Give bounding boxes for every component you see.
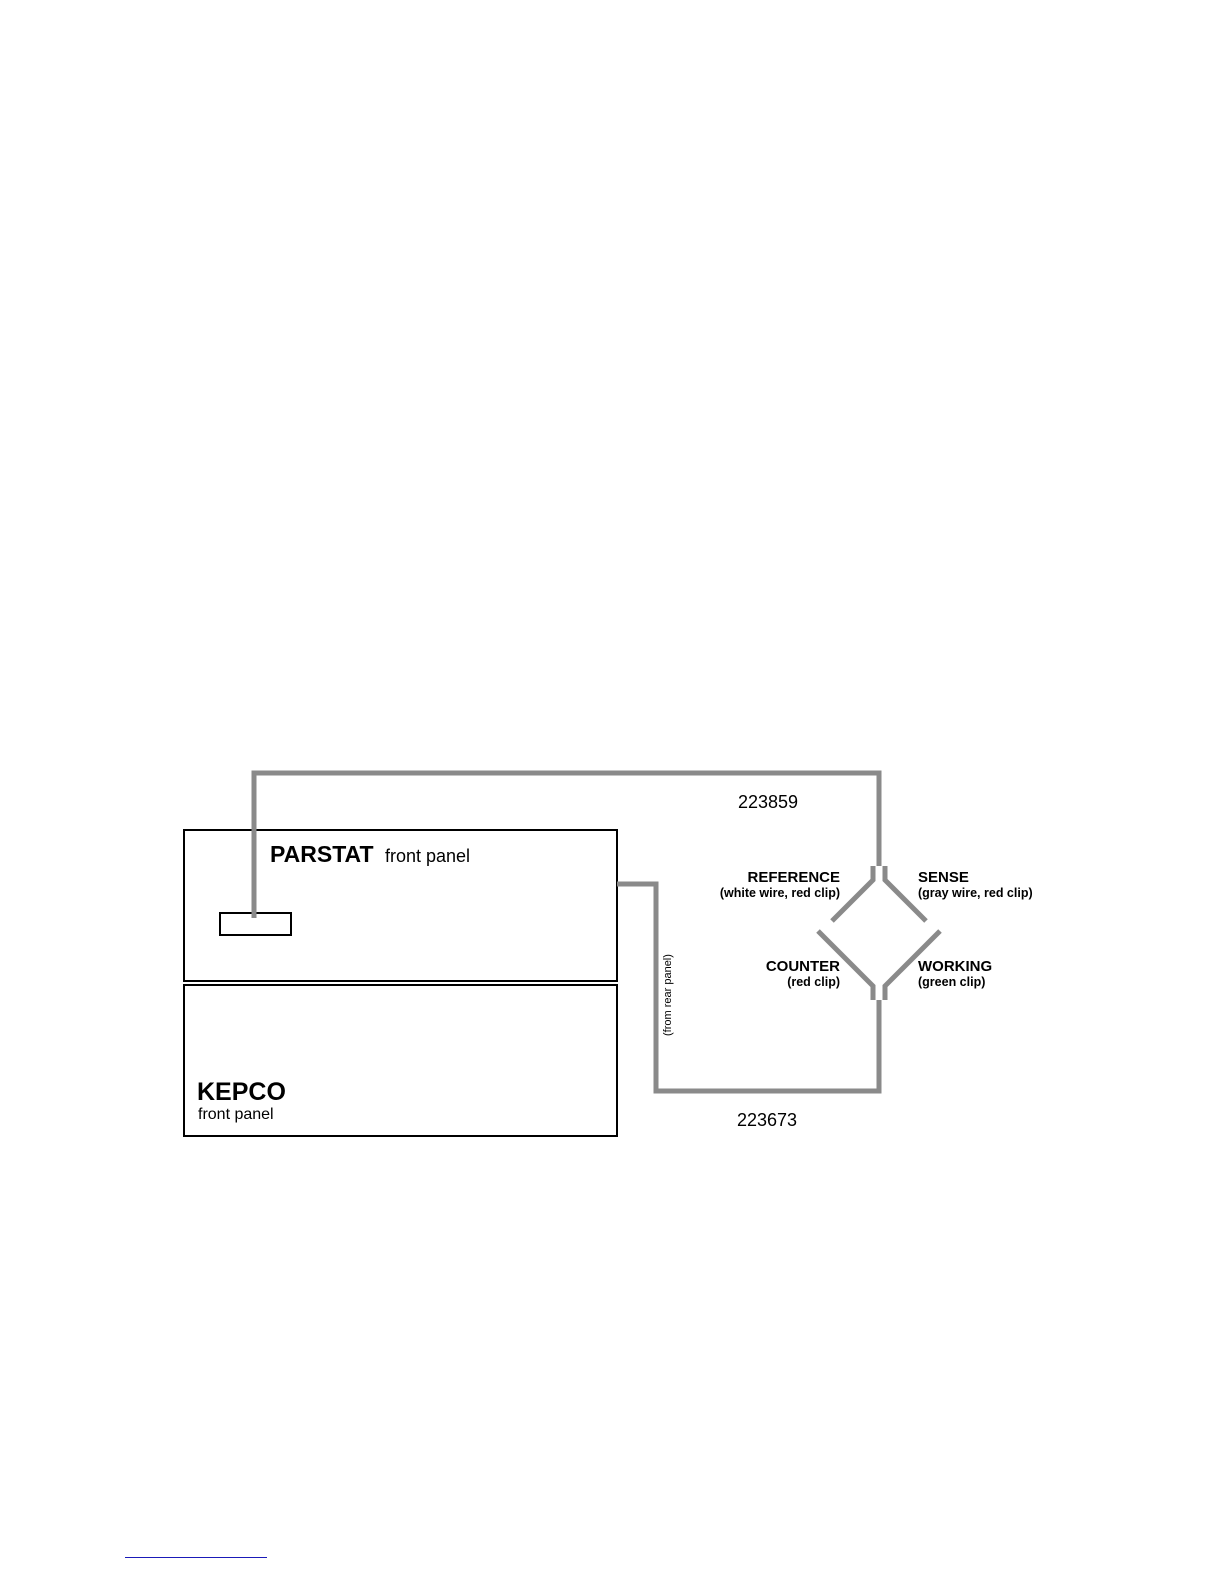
reference-electrode-label: REFERENCE bbox=[747, 869, 840, 886]
parstat-label: PARSTAT front panel bbox=[270, 841, 470, 867]
sense-electrode-detail: (gray wire, red clip) bbox=[918, 886, 1033, 900]
cable-number-top: 223859 bbox=[738, 792, 798, 812]
footnote-separator bbox=[125, 1557, 267, 1558]
parstat-suffix: front panel bbox=[385, 846, 470, 866]
counter-electrode-label: COUNTER bbox=[766, 958, 840, 975]
reference-electrode-detail: (white wire, red clip) bbox=[720, 886, 840, 900]
working-electrode-label: WORKING bbox=[918, 958, 992, 975]
cable-number-bottom: 223673 bbox=[737, 1110, 797, 1130]
working-electrode-detail: (green clip) bbox=[918, 975, 985, 989]
counter-electrode-detail: (red clip) bbox=[787, 975, 840, 989]
rear-panel-note: (from rear panel) bbox=[662, 954, 674, 1036]
parstat-name: PARSTAT bbox=[270, 841, 374, 867]
kepco-suffix: front panel bbox=[198, 1106, 274, 1123]
kepco-name: KEPCO bbox=[197, 1078, 286, 1106]
sense-electrode-label: SENSE bbox=[918, 869, 969, 886]
